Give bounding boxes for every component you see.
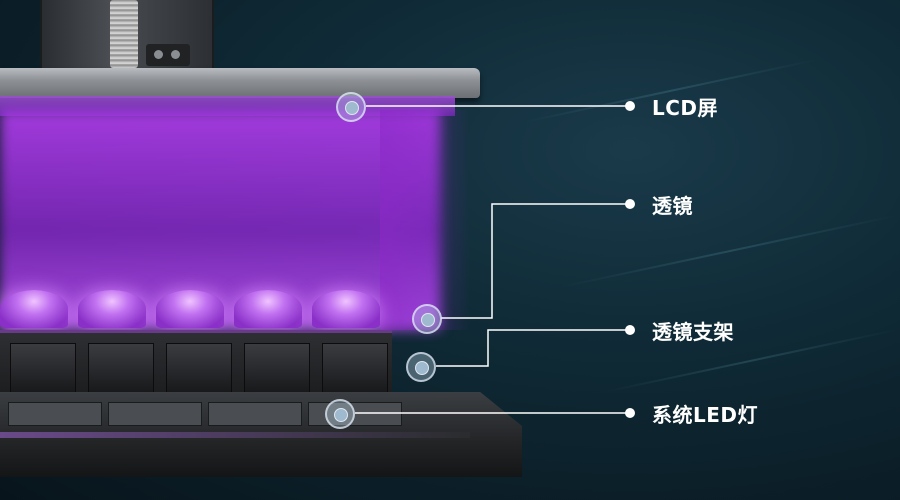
label-lcd: LCD屏 [652,96,719,120]
callout-dot-lcd [625,101,635,111]
marker-lens [412,304,442,334]
holder-slot [10,343,76,393]
lead-screw [110,0,138,68]
column-bracket [146,44,190,66]
marker-led [325,399,355,429]
callout-line-lens-holder [436,329,630,367]
lens [312,290,380,328]
label-lens-holder: 透镜支架 [652,320,734,344]
lens-array [0,290,390,330]
lens [234,290,302,328]
callout-line-lens [441,203,630,319]
led-board [308,402,402,426]
led-board [108,402,202,426]
holder-slot [244,343,310,393]
top-plate [0,68,480,98]
lens-holder [0,330,392,395]
callout-dot-lens-holder [625,325,635,335]
led-board [8,402,102,426]
callout-dot-lens [625,199,635,209]
label-lens: 透镜 [652,194,693,218]
lens [78,290,146,328]
label-led: 系统LED灯 [652,403,759,427]
holder-slot [322,343,388,393]
uv-light-glow-edge [380,110,470,330]
lens [156,290,224,328]
marker-lcd [336,92,366,122]
marker-lens-holder [406,352,436,382]
holder-slot [88,343,154,393]
callout-dot-led [625,408,635,418]
base-stripe [0,432,470,438]
led-board [208,402,302,426]
lens [0,290,68,328]
